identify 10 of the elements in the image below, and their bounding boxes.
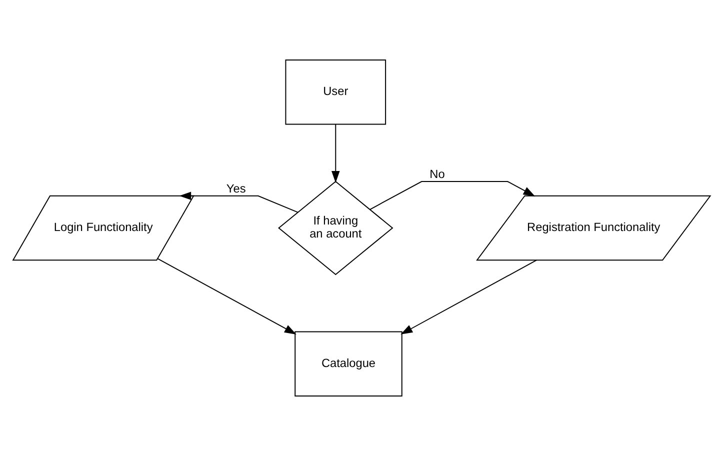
node-diamond: If having an acount — [278, 180, 394, 276]
arrow — [157, 258, 296, 334]
arrow — [400, 260, 537, 334]
edge-label: No — [430, 167, 445, 182]
edge-label: Yes — [226, 182, 246, 196]
arrow — [369, 181, 536, 210]
node-box: Catalogue — [294, 331, 402, 397]
arrow — [331, 124, 340, 183]
node-box: User — [285, 59, 386, 125]
arrow — [179, 192, 298, 213]
